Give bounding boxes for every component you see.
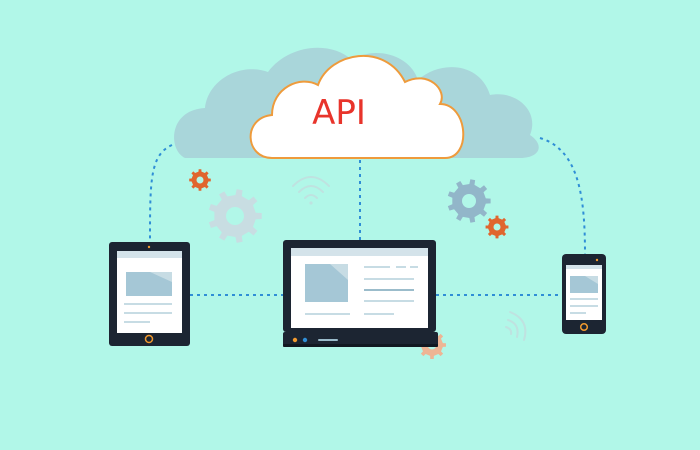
api-cloud-label: API bbox=[312, 93, 366, 133]
wifi-arc-middle bbox=[298, 185, 324, 193]
gear-icon bbox=[485, 215, 509, 239]
laptop-text-line bbox=[364, 266, 390, 268]
laptop-text-line bbox=[364, 313, 394, 315]
tablet-text-line bbox=[124, 303, 172, 305]
phone-text-line bbox=[570, 298, 598, 300]
gear-hole bbox=[226, 207, 244, 225]
connectors bbox=[149, 137, 586, 296]
phone-text-line bbox=[570, 312, 586, 314]
gear-hole bbox=[462, 194, 476, 208]
tablet-screen-header bbox=[117, 251, 182, 258]
gear-icon bbox=[447, 179, 491, 223]
gear-icon bbox=[189, 169, 211, 191]
laptop-text-line bbox=[396, 266, 406, 268]
wifi-arc-middle bbox=[507, 319, 519, 338]
laptop-base bbox=[283, 332, 438, 347]
wifi-dot bbox=[309, 201, 313, 205]
phone-camera bbox=[595, 258, 599, 262]
wifi-arc-inner bbox=[304, 194, 318, 199]
laptop-text-line bbox=[364, 300, 414, 302]
phone-screen-header bbox=[566, 265, 602, 269]
phone-text-line bbox=[570, 305, 598, 307]
tablet-home-button bbox=[144, 334, 154, 344]
gear-hole bbox=[196, 176, 204, 184]
laptop-image-highlight bbox=[330, 264, 348, 280]
laptop-text-line bbox=[364, 289, 414, 291]
wifi-arc-outer bbox=[292, 176, 330, 187]
wifi-icon bbox=[292, 176, 330, 205]
laptop-slot bbox=[318, 339, 338, 341]
laptop-status-light bbox=[302, 337, 308, 343]
wifi-arc-outer bbox=[509, 311, 527, 341]
tablet-text-line bbox=[124, 321, 150, 323]
wifi-arc-inner bbox=[505, 326, 513, 335]
tablet-camera bbox=[147, 245, 151, 249]
api-cloud-shape bbox=[249, 55, 465, 159]
laptop-icon bbox=[283, 240, 438, 347]
tablet-text-line bbox=[124, 312, 172, 314]
phone-image-placeholder bbox=[570, 276, 598, 293]
api-cloud: API bbox=[249, 55, 465, 159]
laptop-base-shadow bbox=[283, 344, 438, 347]
gear-icon bbox=[208, 189, 262, 243]
connector-cloud-to-tablet bbox=[149, 144, 173, 243]
wifi-icon bbox=[505, 311, 527, 341]
phone-icon bbox=[562, 254, 606, 334]
laptop-text-line bbox=[305, 313, 350, 315]
phone-home-button bbox=[579, 322, 589, 332]
laptop-text-line bbox=[364, 278, 414, 280]
laptop-power-light bbox=[292, 337, 298, 343]
tablet-image-highlight bbox=[150, 272, 172, 282]
tablet-icon bbox=[109, 242, 190, 346]
phone-image-highlight bbox=[585, 276, 598, 284]
laptop-text-line bbox=[410, 266, 418, 268]
gear-hole bbox=[493, 223, 501, 231]
laptop-screen-header bbox=[291, 248, 428, 256]
